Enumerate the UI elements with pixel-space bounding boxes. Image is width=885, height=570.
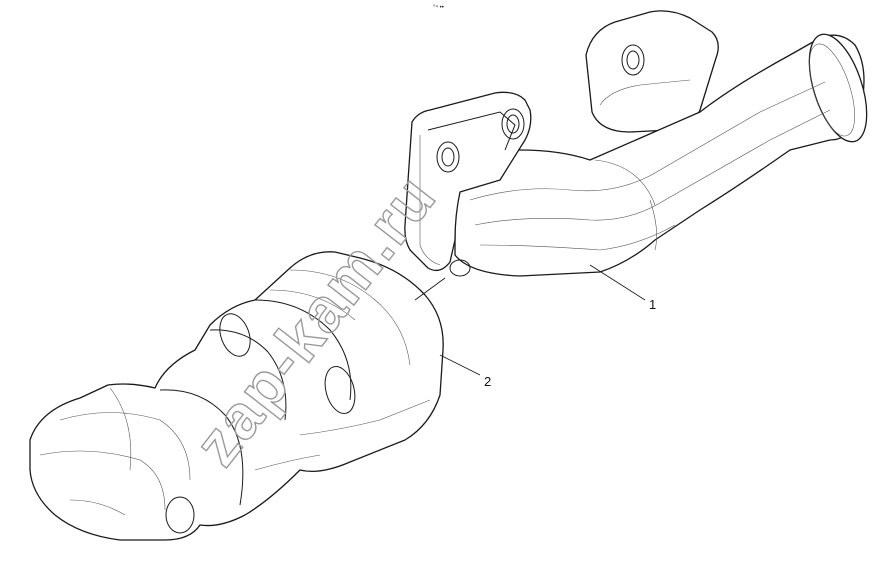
callout-1-leader xyxy=(589,264,646,301)
front-flange-bolt-hole-left-icon xyxy=(436,141,460,173)
rear-flange-bolt-hole-icon xyxy=(621,44,645,76)
top-mark: °⁴ •• xyxy=(433,4,444,11)
front-flange xyxy=(404,91,532,272)
part-1-exhaust-elbow xyxy=(404,10,868,277)
pipe-outlet-rim xyxy=(808,33,868,143)
front-flange-bolt-hole-lower-icon xyxy=(449,259,471,277)
assembly-centerline xyxy=(414,277,446,301)
shield-outer-shell xyxy=(29,251,444,541)
callout-2-label: 2 xyxy=(484,374,491,389)
front-flange-bolt-hole-upper-icon xyxy=(501,108,525,140)
callout-2-leader xyxy=(439,354,481,376)
elbow-pipe-body xyxy=(454,34,865,277)
shield-joint-ring-icon xyxy=(219,313,251,357)
part-2-heat-shield xyxy=(29,251,444,541)
rear-flange xyxy=(585,10,719,133)
callout-1-label: 1 xyxy=(649,297,656,312)
